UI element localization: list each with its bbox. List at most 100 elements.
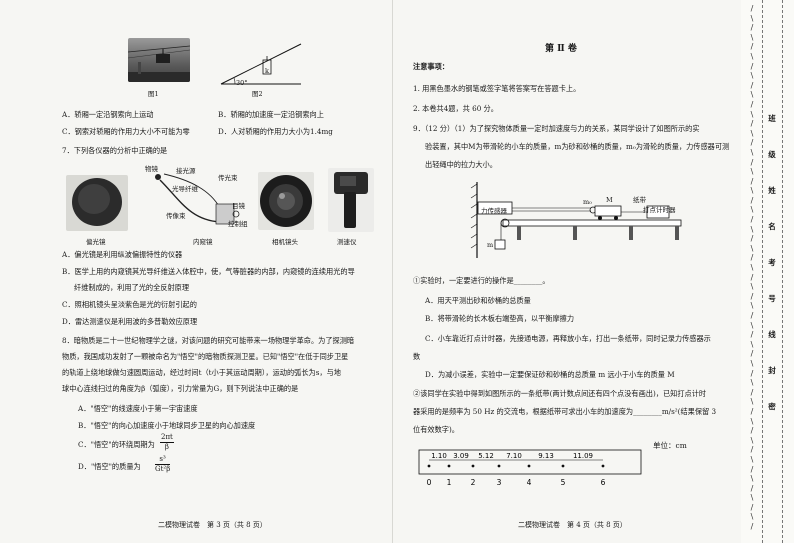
apparatus-diagram [470,182,682,258]
q6-option-b: B．轿厢的加速度一定沿钢索向上 [218,110,324,119]
tape-unit-label: 单位：cm [653,441,687,450]
q8-formula-c-num: 2πt [160,433,174,443]
tape-segment-label: 5.12 [478,452,494,460]
q8-formula-d-num: s³ [155,455,171,465]
left-page: 图1 30° k 图2 A．轿厢一定沿钢索向上运动 B．轿厢的加速度一定沿钢索向… [0,0,390,543]
q9-option-d: D．为减小误差，实验中一定要保证砂和砂桶的总质量 m 远小于小车的质量 M [425,370,675,379]
endoscope-label-image-bundle: 传像束 [166,212,186,220]
tape-segment-label: 3.09 [453,452,469,460]
radar-gun-image [328,168,374,232]
polarizer-caption: 偏光镜 [86,238,106,246]
q7-option-a: A．偏光镜是利用纵波偏振特性的仪器 [62,250,183,259]
figure-2-weight-label: k [265,67,269,75]
q6-option-c: C．钢索对轿厢的作用力大小不可能为零 [62,127,190,136]
endoscope-label-light-bundle: 传光束 [218,174,238,182]
binding-char: 密 [768,402,776,411]
figure-2-angle-label: 30° [236,79,248,87]
polarizer-image [66,175,128,231]
note-1: 1. 用黑色墨水的钢笔或签字笔将答案写在答题卡上。 [413,84,581,93]
tape-point-label: 2 [471,478,476,487]
figure-2-caption: 图2 [252,90,263,98]
tape-point-label: 5 [561,478,566,487]
page-fold [392,0,393,543]
tape-point-label: 3 [497,478,502,487]
q7-option-d: D．雷达测速仪是利用波的多普勒效应原理 [62,317,198,326]
q8-stem-line-2: 物质，我国成功发射了一颗被命名为"悟空"的暗物质探测卫星。已知"悟空"在低于同步… [62,352,349,361]
endoscope-diagram [155,173,240,225]
tape-point-dot [601,464,605,468]
q9-stem-line-3: 出轻绳中的拉力大小。 [425,160,497,169]
endoscope-caption: 内窥镜 [193,238,213,246]
notes-title: 注意事项： [413,62,449,71]
right-page-footer: 二模物理试卷 第 4 页（共 8 页） [518,521,627,529]
label-paper-tape: 纸带 [633,196,646,204]
q9-option-c-cont: 数 [413,352,421,361]
tape-point-dot [561,464,565,468]
note-2: 2. 本卷共4题，共 60 分。 [413,104,498,113]
q7-option-c: C．照相机镜头呈淡紫色是光的衍射引起的 [62,300,197,309]
camera-lens-caption: 相机镜头 [272,238,298,246]
endoscope-label-light-source: 接光源 [176,167,196,175]
cable-car-illustration [128,45,190,82]
binding-char: 号 [768,294,776,303]
q8-option-c: C．"悟空"的环绕周期为 [78,440,155,449]
q8-formula-d: s³ Gt²β [155,455,171,474]
figure-1-caption: 图1 [148,90,159,98]
q8-stem-line-1: 8．暗物质是二十一世纪物理学之谜，对该问题的研究可能带来一场物理学革命。为了探测… [62,336,355,345]
q8-option-d: D．"悟空"的质量为 [78,462,141,471]
q8-option-a: A．"悟空"的线速度小于第一宇宙速度 [78,404,198,413]
radar-gun-caption: 测速仪 [337,238,357,246]
right-page: 第 Ⅱ 卷 注意事项： 1. 用黑色墨水的钢笔或签字笔将答案写在答题卡上。 2.… [395,0,740,543]
label-timer: 打点计时器 [643,206,676,214]
q9-option-a: A．用天平测出砂和砂桶的总质量 [425,296,531,305]
left-page-footer: 二模物理试卷 第 3 页（共 8 页） [158,521,267,529]
tape-segment-label: 9.13 [538,452,554,460]
tape-point-label: 4 [527,478,532,487]
q6-option-a: A．轿厢一定沿钢索向上运动 [62,110,154,119]
tape-point-dot [427,464,431,468]
q8-formula-c-den: β [164,443,169,451]
figure-1-photo [128,38,190,82]
q9-stem-line-1: 9．（12 分）（1）为了探究物体质量一定时加速度与力的关系，某同学设计了如图所… [413,124,700,133]
q9-part2-line-2: 器采用的是频率为 50 Hz 的交流电，根据纸带可求出小车的加速度为______… [413,407,717,416]
binding-strip: / \ / \ / \ / \ / \ / \ / \ / \ / \ / \ … [741,0,794,543]
tape-point-dot [447,464,451,468]
q8-stem-line-4: 球中心连线扫过的角度为β（弧度），引力常量为G，则下列说法中正确的是 [62,384,299,393]
q8-option-b: B．"悟空"的向心加速度小于地球同步卫星的向心加速度 [78,421,256,430]
q8-formula-d-den: Gt²β [155,465,171,473]
binding-char: 班 [768,114,776,123]
binding-char: 名 [768,222,776,231]
binding-dashed-line [741,0,763,543]
endoscope-label-objective: 物镜 [145,165,158,173]
binding-char: 级 [768,150,776,159]
binding-char: 封 [768,366,776,375]
binding-labels: 班级姓名考号线封密 [765,112,779,436]
label-pulley-mass: m₀ [583,198,592,206]
endoscope-label-eyepiece: 目镜 [232,202,245,210]
binding-decoration: / \ / \ / \ / \ / \ / \ / \ / \ / \ / \ … [750,4,754,532]
q9-part1: ①实验时，一定要进行的操作是________。 [413,276,550,285]
figure-2-incline [220,43,302,85]
q9-option-b: B．将带滑轮的长木板右端垫高，以平衡摩擦力 [425,314,575,323]
tape-point-dot [497,464,501,468]
q7-stem: 7．下列各仪器的分析中正确的是 [62,146,168,155]
q9-part2-line-3: 位有效数字)。 [413,425,459,434]
tape-point-dot [527,464,531,468]
label-bucket-mass: m [487,241,494,249]
tape-segment-label: 11.09 [573,452,593,460]
label-cart-mass: M [606,196,613,204]
tape-point-label: 1 [447,478,452,487]
section-title: 第 Ⅱ 卷 [545,44,577,54]
tape-segment-label: 7.10 [506,452,522,460]
binding-char: 考 [768,258,776,267]
tape-segment-label: 1.10 [431,452,447,460]
binding-char: 线 [768,330,776,339]
tape-point-dot [471,464,475,468]
endoscope-label-control: 控制组 [228,220,248,228]
tape-point-label: 0 [427,478,432,487]
camera-lens-image [258,172,314,230]
binding-char: 姓 [768,186,776,195]
endoscope-label-fiber: 光导纤维 [172,185,198,193]
q7-option-b: B．医学上用的内窥镜其光导纤维送入体腔中，使，气等脏器的内部，内窥镜的连续用光的… [62,267,355,276]
